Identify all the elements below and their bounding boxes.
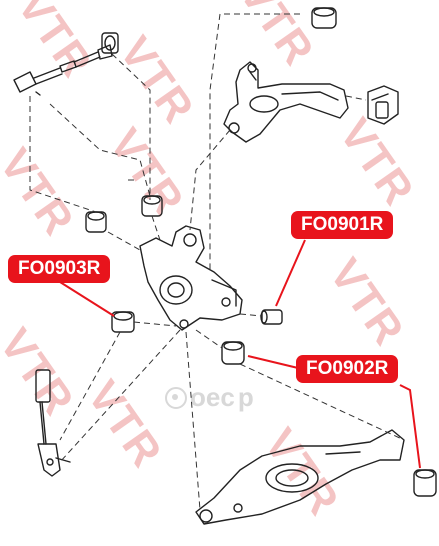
- guide-line: [59, 329, 181, 463]
- bushing-fo0902r: [221, 341, 245, 365]
- top-bushing: [311, 7, 337, 29]
- guide-line: [107, 231, 141, 251]
- guide-line: [111, 53, 151, 200]
- upper-control-arm: [223, 61, 349, 143]
- bushing-fo0903r: [111, 311, 135, 333]
- adjustable-link-rod: [13, 32, 119, 96]
- guide-line: [49, 103, 151, 197]
- vertical-link: [35, 369, 71, 477]
- knuckle: [139, 225, 243, 331]
- guide-line: [29, 96, 97, 213]
- guide-line: [185, 331, 201, 511]
- guide-line: [59, 331, 121, 441]
- leader-fo0902r-arm: [399, 384, 421, 469]
- guide-line: [133, 321, 177, 327]
- guide-line: [345, 95, 367, 101]
- upper-arm-bushing: [367, 85, 399, 125]
- guide-line: [239, 313, 263, 317]
- leader-fo0902r: [247, 355, 299, 369]
- guide-line: [195, 329, 223, 349]
- label-fo0902r: FO0902R: [296, 355, 399, 383]
- watermark-site-text: oec: [190, 382, 235, 412]
- circle-logo-icon: [165, 386, 187, 409]
- leader-fo0903r: [59, 281, 115, 317]
- watermark-site-tld: p: [237, 382, 254, 412]
- leader-fo0901r: [275, 239, 306, 307]
- lower-control-arm: [195, 429, 405, 525]
- guide-line: [239, 363, 405, 441]
- lower-arm-bushing: [413, 469, 437, 497]
- mid-bushing-1: [141, 195, 163, 217]
- bushing-fo0901r: [260, 309, 283, 325]
- label-fo0903r: FO0903R: [8, 255, 111, 283]
- guide-line: [209, 13, 300, 270]
- guide-line: [189, 129, 231, 231]
- mid-bushing-2: [85, 211, 107, 233]
- guide-line: [151, 215, 161, 241]
- label-fo0901r: FO0901R: [291, 211, 394, 239]
